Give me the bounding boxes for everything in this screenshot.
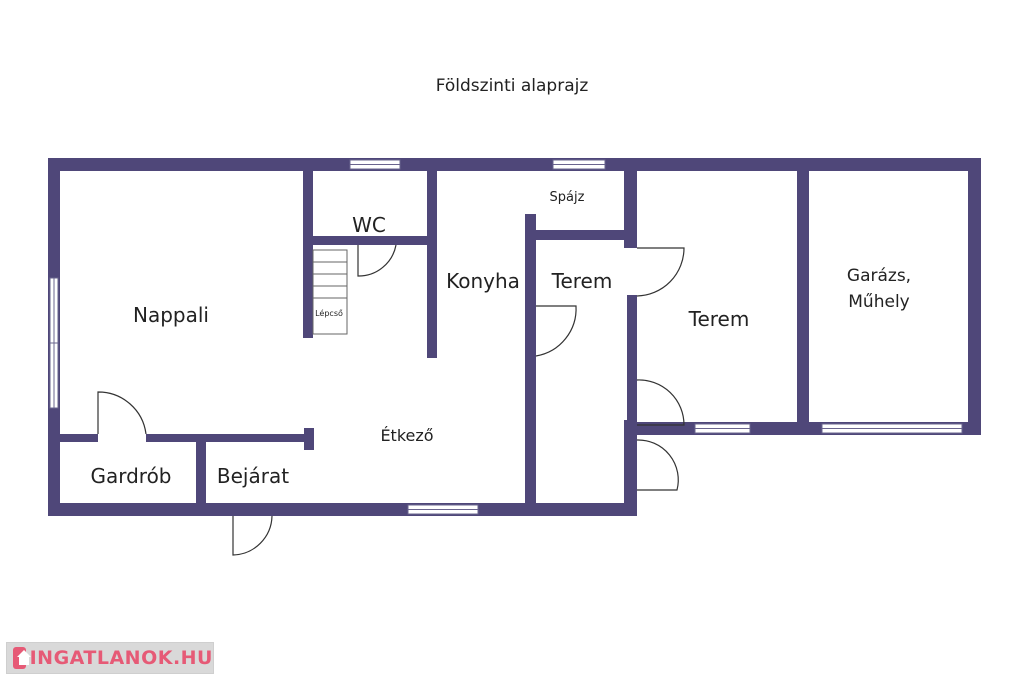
door-terem (636, 247, 685, 297)
label-wc: WC (352, 213, 386, 237)
walls (48, 158, 981, 516)
label-terem-small: Terem (551, 269, 613, 293)
wall-gardrob-bejarat (196, 434, 206, 516)
label-nappali: Nappali (133, 303, 209, 327)
door-wc (357, 244, 397, 277)
label-garazs-2: Műhely (848, 292, 909, 312)
door-terem-lower (636, 439, 679, 491)
label-lepcso: Lépcső (315, 308, 343, 318)
stairs (312, 249, 348, 335)
door-gardrob (97, 391, 147, 435)
doors (97, 244, 685, 556)
door-konyha (535, 305, 577, 357)
label-terem-large: Terem (688, 307, 750, 331)
wall-gardrob-top-b (146, 434, 312, 442)
window-etkezo (407, 504, 479, 515)
label-bejarat: Bejárat (217, 464, 289, 488)
plan-title: Földszinti alaprajz (435, 76, 589, 96)
window-nappali-left (49, 277, 59, 409)
label-spajz: Spájz (550, 190, 585, 205)
door-terem-large (636, 379, 685, 426)
wall-terem-small-right-lower (624, 420, 637, 516)
label-gardrob: Gardrób (90, 464, 171, 488)
door-bejarat (232, 515, 273, 556)
wall-konyha-left (427, 158, 437, 358)
window-spajz (552, 159, 606, 170)
wall-konyha-right (525, 214, 536, 516)
window-garazs (821, 423, 963, 434)
window-terem (694, 423, 751, 434)
window-wc (349, 159, 401, 170)
wall-top (48, 158, 981, 171)
house-icon (13, 647, 31, 669)
wall-bottom (48, 503, 636, 516)
wall-wc-bottom (303, 236, 431, 245)
room-labels: Nappali WC Konyha Spájz Terem Terem Gará… (90, 190, 911, 488)
windows (49, 159, 963, 515)
wall-terem-divider (627, 295, 637, 440)
wall-gardrob-top-a (48, 434, 98, 442)
label-garazs-1: Garázs, (847, 266, 911, 286)
wall-right (968, 158, 981, 435)
wall-wc-left (303, 158, 313, 338)
watermark: INGATLANOK.HU (6, 642, 214, 674)
wall-garazs-left (797, 158, 809, 435)
watermark-text: INGATLANOK.HU (29, 647, 213, 669)
wall-stub (304, 428, 314, 450)
wall-spajz-right (624, 158, 637, 248)
label-konyha: Konyha (446, 269, 520, 293)
label-etkezo: Étkező (380, 426, 433, 445)
wall-spajz-bottom (525, 230, 637, 240)
